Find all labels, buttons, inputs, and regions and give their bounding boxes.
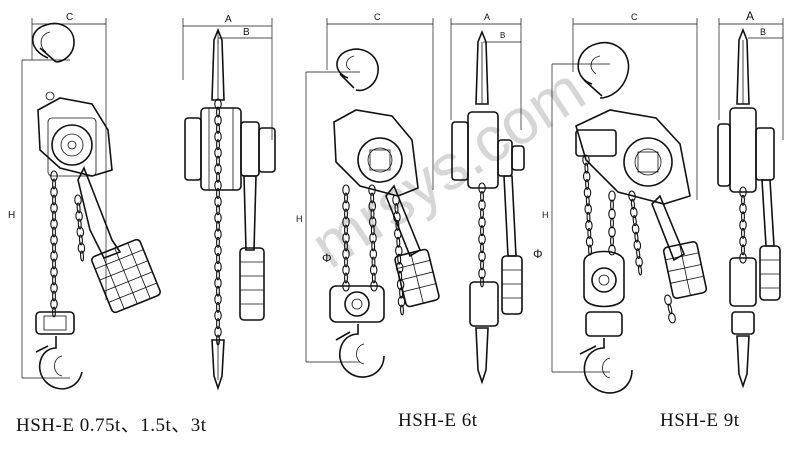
dim-label-a-small: A <box>225 14 232 25</box>
dim-label-c-small: C <box>66 12 73 23</box>
dim-label-a-medium: A <box>484 12 490 22</box>
dim-label-b-large: B <box>760 27 766 37</box>
dim-label-h-small: H <box>8 210 15 221</box>
dim-label-b-small: B <box>243 27 250 38</box>
hoist-large-side-view <box>551 18 708 394</box>
hoist-medium-front-view: Φ <box>450 18 543 385</box>
hoist-large-front-view <box>717 18 784 389</box>
hoist-small-front-view <box>182 18 276 391</box>
dim-label-a-large: A <box>746 9 754 23</box>
caption-medium-model: HSH-E 6t <box>398 410 478 431</box>
hoist-medium-side-view: Φ <box>305 18 440 378</box>
caption-small-models: HSH-E 0.75t、1.5t、3t <box>16 415 207 436</box>
dim-label-b-medium: B <box>500 31 505 40</box>
dim-label-phi-medium: Φ <box>322 251 332 265</box>
dim-label-phi-medium-front: Φ <box>533 247 543 261</box>
dim-label-c-large: C <box>631 12 638 22</box>
hoist-small-side-view <box>21 18 161 390</box>
dim-label-h-large: H <box>542 210 549 220</box>
caption-large-model: HSH-E 9t <box>660 410 740 431</box>
dim-label-c-medium: C <box>374 12 381 22</box>
dim-label-h-medium: H <box>296 214 303 224</box>
